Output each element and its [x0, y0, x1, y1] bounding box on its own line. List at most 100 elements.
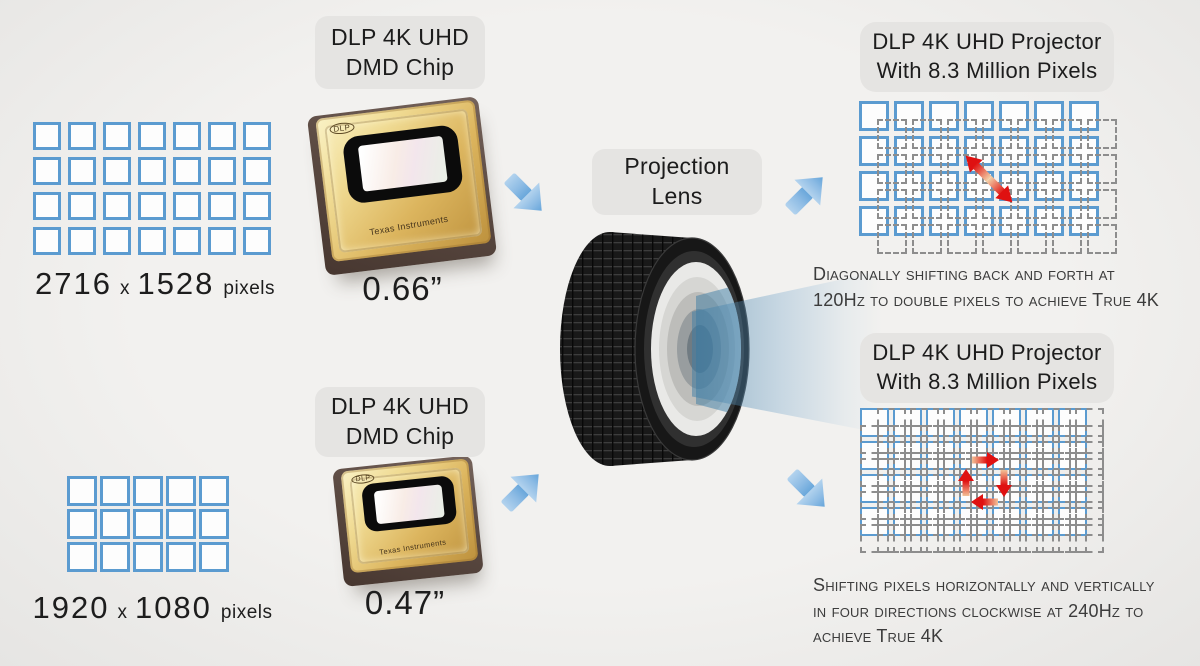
pixel-square — [894, 206, 924, 236]
pixel-square — [199, 542, 229, 572]
pixel-square — [33, 227, 61, 255]
shifted-pixel-square — [942, 474, 972, 503]
shifted-pixel-square — [1008, 408, 1038, 437]
shifted-pixel-square — [942, 408, 972, 437]
shifted-pixel-square — [992, 523, 1021, 553]
pixel-square — [929, 171, 959, 201]
shifted-pixel-square — [1025, 490, 1054, 520]
shift-arrow-left — [971, 494, 999, 510]
desc-line1: Diagonally shifting back and forth at — [813, 264, 1115, 284]
shifted-pixel-square — [1051, 188, 1082, 219]
shifted-pixel-square — [860, 490, 889, 520]
shifted-pixel-square — [1041, 474, 1071, 503]
pixel-square — [33, 192, 61, 220]
shifted-pixel-square — [959, 523, 988, 553]
chip-size-047: 0.47” — [364, 584, 446, 621]
pixel-square — [999, 206, 1029, 236]
shifted-pixel-square — [909, 424, 939, 454]
shifted-pixel-square — [1074, 523, 1104, 553]
pixel-square — [894, 101, 924, 131]
shifted-pixel-square — [1074, 507, 1104, 536]
pixel-square — [1058, 408, 1087, 437]
pixel-square — [992, 441, 1021, 470]
pixel-square — [68, 122, 96, 150]
pixel-square — [959, 408, 988, 437]
shifted-pixel-square — [909, 408, 939, 437]
shifted-pixel-square — [876, 441, 906, 470]
shifted-pixel-square — [1016, 118, 1047, 149]
chip-mirror-surface — [373, 484, 446, 524]
pixel-grid-source-066 — [33, 122, 271, 255]
shifted-pixel-square — [1041, 523, 1071, 553]
shift-arrow-down — [996, 469, 1012, 497]
shifted-pixel-square — [1058, 490, 1087, 520]
pixel-square — [208, 157, 236, 185]
shifted-pixel-square — [1074, 474, 1104, 503]
shifted-pixel-square — [1008, 424, 1038, 454]
pixel-square — [1025, 507, 1054, 536]
desc-line3: achieve True 4K — [813, 626, 944, 647]
shifted-pixel-square — [876, 490, 906, 520]
pixel-square — [67, 476, 97, 506]
shifted-pixel-square — [981, 223, 1012, 254]
pixel-grid-projector-four-direction-shift — [860, 408, 1104, 553]
title-line1: DLP 4K UHD Projector — [872, 29, 1102, 55]
shifted-pixel-square — [909, 457, 939, 487]
shifted-pixel-square — [909, 474, 939, 503]
pixel-square — [208, 227, 236, 255]
shifted-pixel-square — [1008, 457, 1038, 487]
shifted-pixel-square — [909, 490, 939, 520]
shifted-pixel-square — [942, 441, 972, 470]
pixel-square — [199, 509, 229, 539]
shifted-pixel-square — [909, 523, 939, 553]
pixel-square — [33, 122, 61, 150]
pixel-square — [243, 227, 271, 255]
dmd-chip-047-image: DLP Texas Instruments — [332, 455, 484, 587]
shifted-pixel-square — [926, 457, 955, 487]
shifted-pixel-square — [1008, 441, 1038, 470]
pixel-square — [1069, 101, 1099, 131]
pixel-square — [199, 476, 229, 506]
pixel-square — [893, 474, 922, 503]
pixel-square — [67, 542, 97, 572]
shifted-pixel-square — [1041, 441, 1071, 470]
pixel-square — [1069, 171, 1099, 201]
pixel-square — [33, 157, 61, 185]
desc-line2: 120Hz to double pixels to achieve True 4… — [813, 289, 1160, 310]
pixel-square — [103, 227, 131, 255]
shifted-pixel-square — [1086, 153, 1117, 184]
pixel-square — [1069, 206, 1099, 236]
pixel-square — [100, 509, 130, 539]
shifted-pixel-square — [876, 424, 906, 454]
shifted-pixel-square — [926, 490, 955, 520]
shifted-pixel-square — [1051, 223, 1082, 254]
pixel-square — [138, 122, 166, 150]
pixel-square — [860, 474, 889, 503]
pixel-square — [243, 122, 271, 150]
projector-top-titlebox: DLP 4K UHD Projector With 8.3 Million Pi… — [860, 22, 1114, 92]
title-line2: With 8.3 Million Pixels — [876, 369, 1098, 394]
shifted-pixel-square — [942, 507, 972, 536]
chip-mirror-window — [341, 123, 465, 205]
pixel-square — [893, 507, 922, 536]
chip-mirror-window — [361, 475, 458, 533]
pixel-square — [68, 227, 96, 255]
pixel-square — [138, 157, 166, 185]
pixel-square — [100, 542, 130, 572]
pixel-square — [173, 227, 201, 255]
shifted-pixel-square — [909, 441, 939, 470]
shifted-pixel-square — [876, 118, 907, 149]
shifted-pixel-square — [1074, 408, 1104, 437]
shifted-pixel-square — [911, 153, 942, 184]
pixel-square — [243, 192, 271, 220]
flow-arrow-chip047-to-lens — [489, 457, 555, 523]
pixel-square — [133, 542, 163, 572]
pixel-square — [1069, 136, 1099, 166]
pixel-square — [1058, 507, 1087, 536]
pixel-square — [208, 192, 236, 220]
labelbox-line1: Projection — [624, 153, 730, 180]
shifted-pixel-square — [860, 457, 889, 487]
shifted-pixel-square — [1086, 188, 1117, 219]
shifted-pixel-square — [959, 424, 988, 454]
pixel-square — [894, 136, 924, 166]
